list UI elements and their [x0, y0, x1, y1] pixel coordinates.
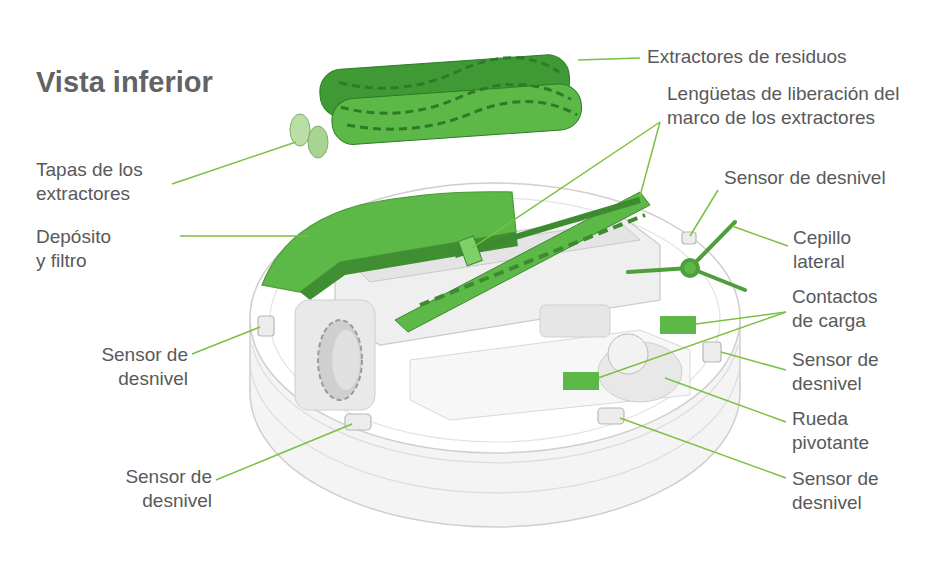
part-label: Sensor de desnivel	[792, 348, 904, 396]
debris-extractor	[318, 53, 583, 147]
part-label: Lengüetas de liberación del marco de los…	[667, 82, 902, 130]
extractor-cap	[290, 114, 328, 158]
cliff-sensor	[258, 232, 721, 430]
part-label: Tapas de los extractores	[36, 158, 196, 206]
vent	[540, 305, 610, 337]
drive-wheel	[295, 300, 375, 410]
part-label: Sensor de desnivel	[100, 465, 212, 513]
diagram-title: Vista inferior	[36, 66, 213, 99]
part-label: Sensor de desnivel	[76, 343, 188, 391]
part-label: Extractores de residuos	[647, 45, 847, 69]
part-label: Contactos de carga	[792, 285, 902, 333]
part-label: Rueda pivotante	[792, 407, 904, 455]
roller-frame	[395, 192, 650, 332]
part-label: Cepillo lateral	[793, 226, 883, 274]
charging-contact	[660, 316, 696, 334]
caster-wheel	[598, 334, 682, 402]
robot-body	[250, 183, 740, 527]
part-label: Sensor de desnivel	[792, 467, 904, 515]
part-label: Depósito y filtro	[36, 225, 124, 273]
charging-contact	[563, 372, 599, 390]
side-brush	[628, 222, 745, 290]
part-label: Sensor de desnivel	[724, 166, 886, 190]
